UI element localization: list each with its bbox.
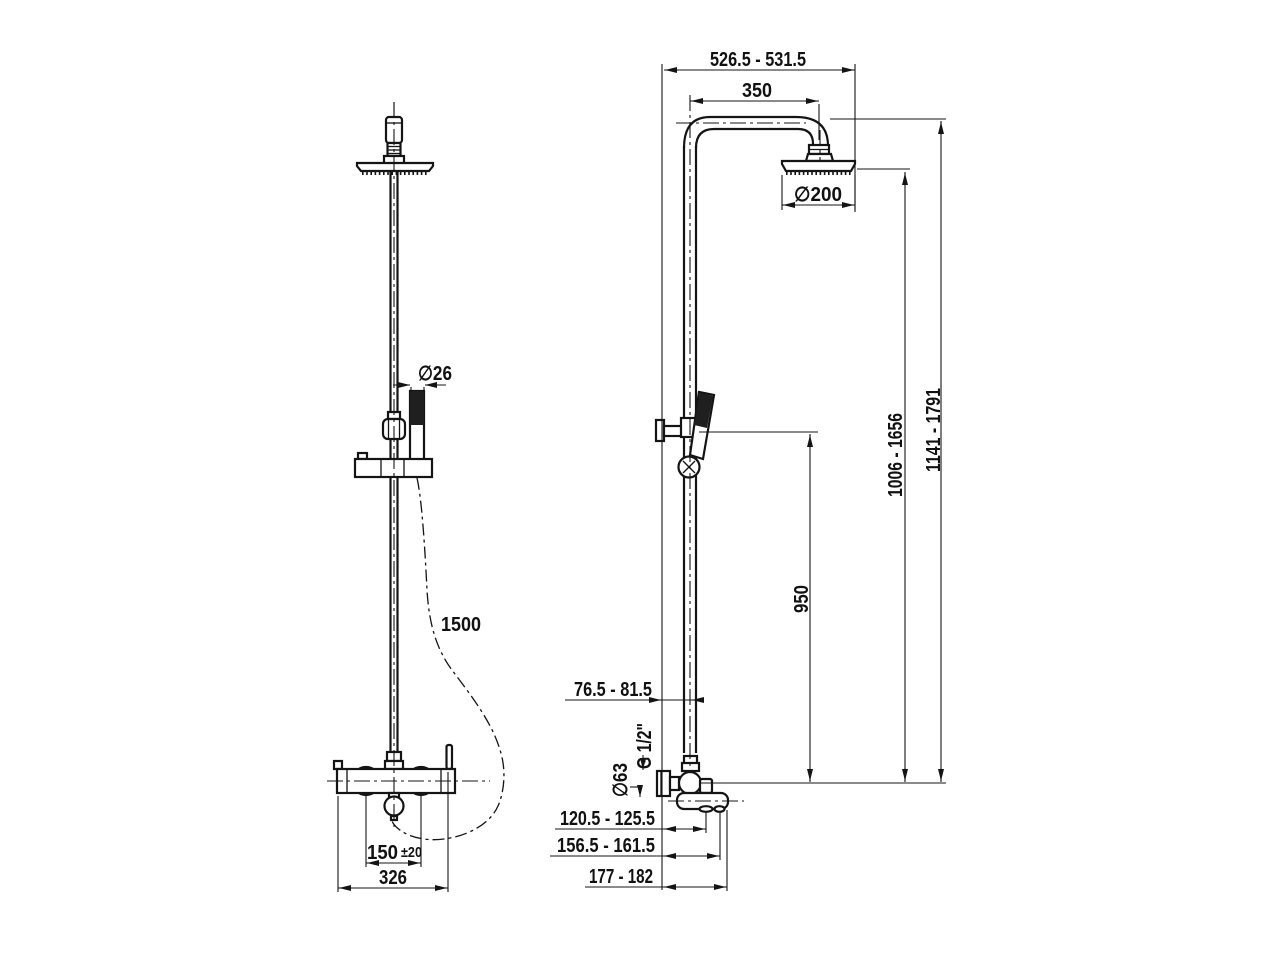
side-view: 526.5 - 531.5 350 ∅200 76.5 - 81.5 G 1/2…: [550, 49, 946, 891]
dim-arm-reach: 350: [742, 80, 772, 102]
side-overhead-shower: [780, 143, 857, 175]
front-centerlines: [327, 102, 490, 830]
dim-head-diameter: ∅200: [794, 184, 842, 206]
dim-outlet-depth-3: 177 - 182: [589, 866, 653, 888]
side-dimension-lines: [550, 64, 946, 891]
dim-inlet-spacing-tolerance: ±20: [401, 844, 422, 861]
dim-outlet-depth-1: 120.5 - 125.5: [560, 808, 655, 830]
side-hand-shower: [654, 390, 716, 479]
side-centerlines: [668, 95, 821, 802]
front-overhead-shower: [355, 102, 435, 175]
dim-body-width: 326: [379, 867, 407, 889]
side-mixer-valve: [655, 754, 730, 813]
dim-inlet-thread: G 1/2": [634, 723, 656, 769]
dim-outlet-depth-2: 156.5 - 161.5: [557, 835, 655, 857]
front-dimension-lines: [337, 382, 449, 892]
dim-rosette-diameter: ∅63: [610, 763, 632, 797]
dim-head-face-height: 1006 - 1656: [885, 413, 907, 497]
dim-inlet-spacing: 150: [367, 842, 398, 864]
front-view: ∅26 1500 150 ±20 326: [327, 102, 505, 892]
dim-hand-shower-diameter: ∅26: [418, 363, 452, 385]
dim-overall-height: 1141 - 1791: [923, 388, 945, 472]
dim-hose-length: 1500: [441, 614, 481, 636]
dim-total-width: 526.5 - 531.5: [710, 49, 806, 71]
dim-holder-height: 950: [791, 585, 813, 613]
dim-wall-to-column: 76.5 - 81.5: [574, 679, 652, 701]
